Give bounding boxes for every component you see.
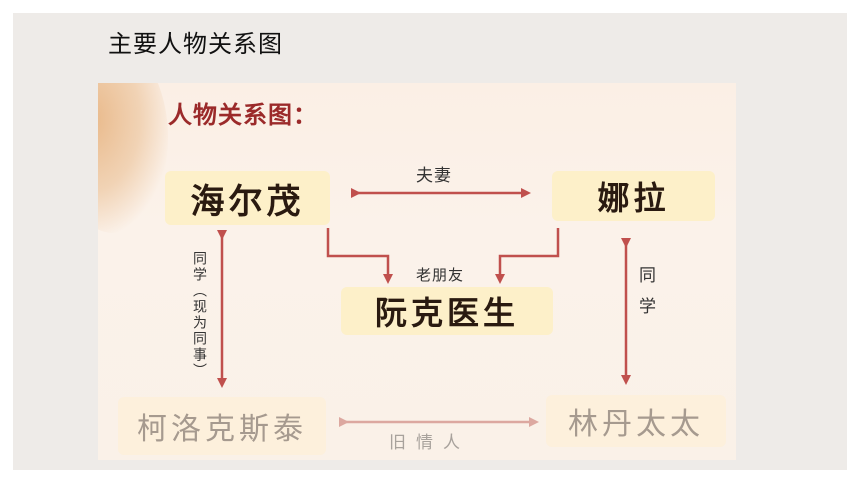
relationship-diagram: 人物关系图： 海尔茂 娜拉 阮克医生 柯洛克斯泰 林丹太太 夫妻 老朋友 同学（… [98,83,736,460]
helmer-rank-arrow [326,228,393,284]
slide-title: 主要人物关系图 [108,30,283,58]
label-classmate: 同学 [635,266,655,328]
node-linde: 林丹太太 [546,395,726,447]
nora-rank-arrow [495,228,560,284]
node-rank: 阮克医生 [341,287,553,335]
label-classmate-colleague: 同学（现为同事） [191,251,207,379]
node-nora: 娜拉 [552,171,715,221]
label-old-friend: 老朋友 [416,266,465,284]
label-spouse: 夫妻 [416,166,452,186]
label-old-lover: 旧情人 [389,433,470,453]
diagram-heading: 人物关系图： [168,101,318,129]
relation-arrows [217,188,631,427]
node-krogstad: 柯洛克斯泰 [118,397,326,455]
node-helmer: 海尔茂 [165,171,330,225]
